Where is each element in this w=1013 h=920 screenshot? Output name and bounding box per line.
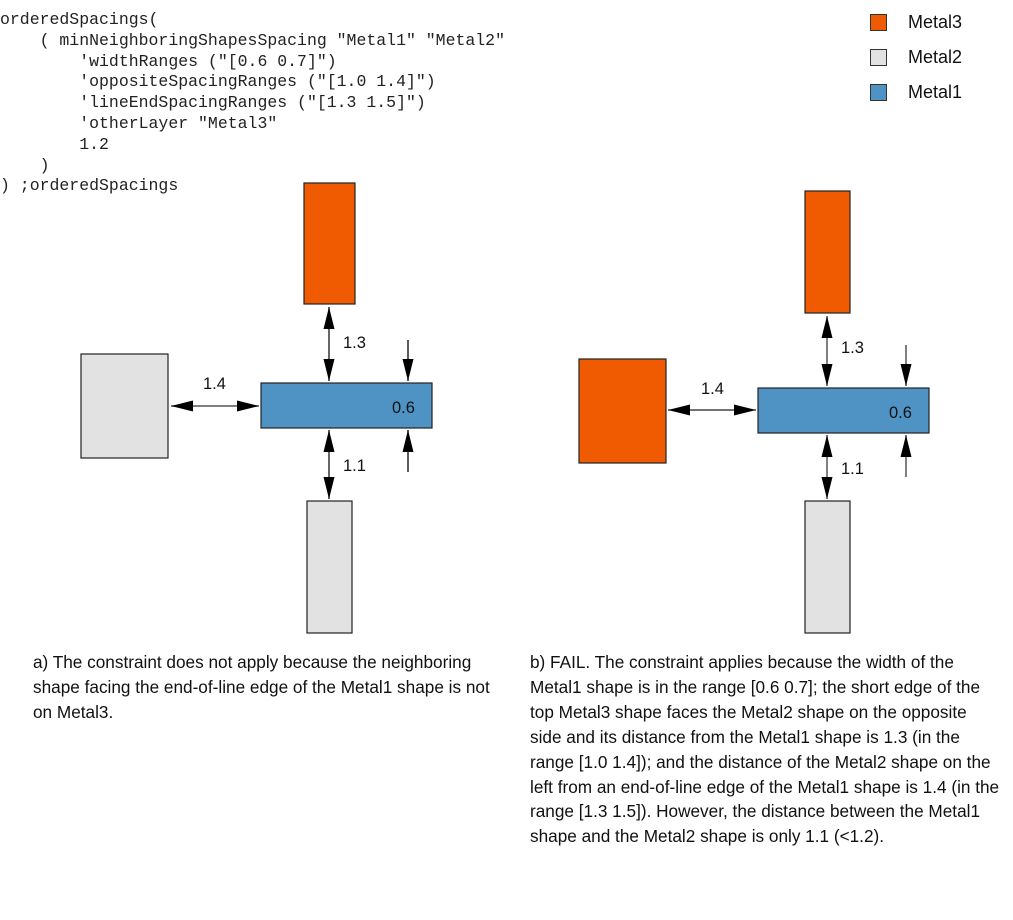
legend-swatch-metal2 bbox=[870, 49, 887, 66]
code-line: 'otherLayer "Metal3" bbox=[0, 113, 278, 133]
code-line: ) bbox=[0, 155, 50, 175]
caption-a: a) The constraint does not apply because… bbox=[33, 652, 490, 722]
left-spacing-label: 1.4 bbox=[203, 375, 226, 393]
code-line: 'lineEndSpacingRanges ("[1.3 1.5]") bbox=[0, 93, 426, 113]
width-label: 0.6 bbox=[889, 404, 912, 422]
code-line: 'widthRanges ("[0.6 0.7]") bbox=[0, 51, 337, 71]
diagram-b: 1.3 1.4 0.6 1.1 bbox=[578, 190, 930, 634]
left-spacing-label: 1.4 bbox=[701, 380, 724, 398]
metal2-left-shape bbox=[80, 353, 169, 459]
code-block: orderedSpacings( ( minNeighboringShapesS… bbox=[0, 10, 505, 197]
metal2-bottom-shape bbox=[804, 500, 851, 634]
metal1-center-shape bbox=[260, 382, 433, 429]
caption-b: b) FAIL. The constraint applies because … bbox=[530, 652, 1000, 847]
bottom-spacing-label: 1.1 bbox=[343, 457, 366, 475]
metal3-left-shape bbox=[578, 358, 667, 464]
legend-item-metal3: Metal3 bbox=[870, 12, 1010, 34]
width-label: 0.6 bbox=[392, 399, 415, 417]
code-line: 1.2 bbox=[0, 134, 109, 154]
code-line: ( minNeighboringShapesSpacing "Metal1" "… bbox=[0, 30, 505, 50]
legend-item-metal1: Metal1 bbox=[870, 82, 1010, 104]
bottom-spacing-label: 1.1 bbox=[841, 460, 864, 478]
metal3-top-shape bbox=[303, 182, 356, 305]
legend-label: Metal2 bbox=[908, 47, 963, 67]
metal2-bottom-shape bbox=[306, 500, 353, 634]
code-line: orderedSpacings( bbox=[0, 10, 159, 29]
diagram-a: 1.3 1.4 0.6 1.1 bbox=[80, 182, 433, 634]
legend-item-metal2: Metal2 bbox=[870, 47, 1010, 69]
top-spacing-label: 1.3 bbox=[841, 339, 864, 357]
legend-swatch-metal3 bbox=[870, 14, 887, 31]
top-spacing-label: 1.3 bbox=[343, 334, 366, 352]
legend-swatch-metal1 bbox=[870, 84, 887, 101]
legend-label: Metal3 bbox=[908, 12, 963, 32]
code-line: 'oppositeSpacingRanges ("[1.0 1.4]") bbox=[0, 72, 436, 92]
metal3-top-shape bbox=[804, 190, 851, 314]
code-line: ) ;orderedSpacings bbox=[0, 176, 179, 196]
legend-label: Metal1 bbox=[908, 82, 963, 102]
metal1-center-shape bbox=[757, 387, 930, 434]
